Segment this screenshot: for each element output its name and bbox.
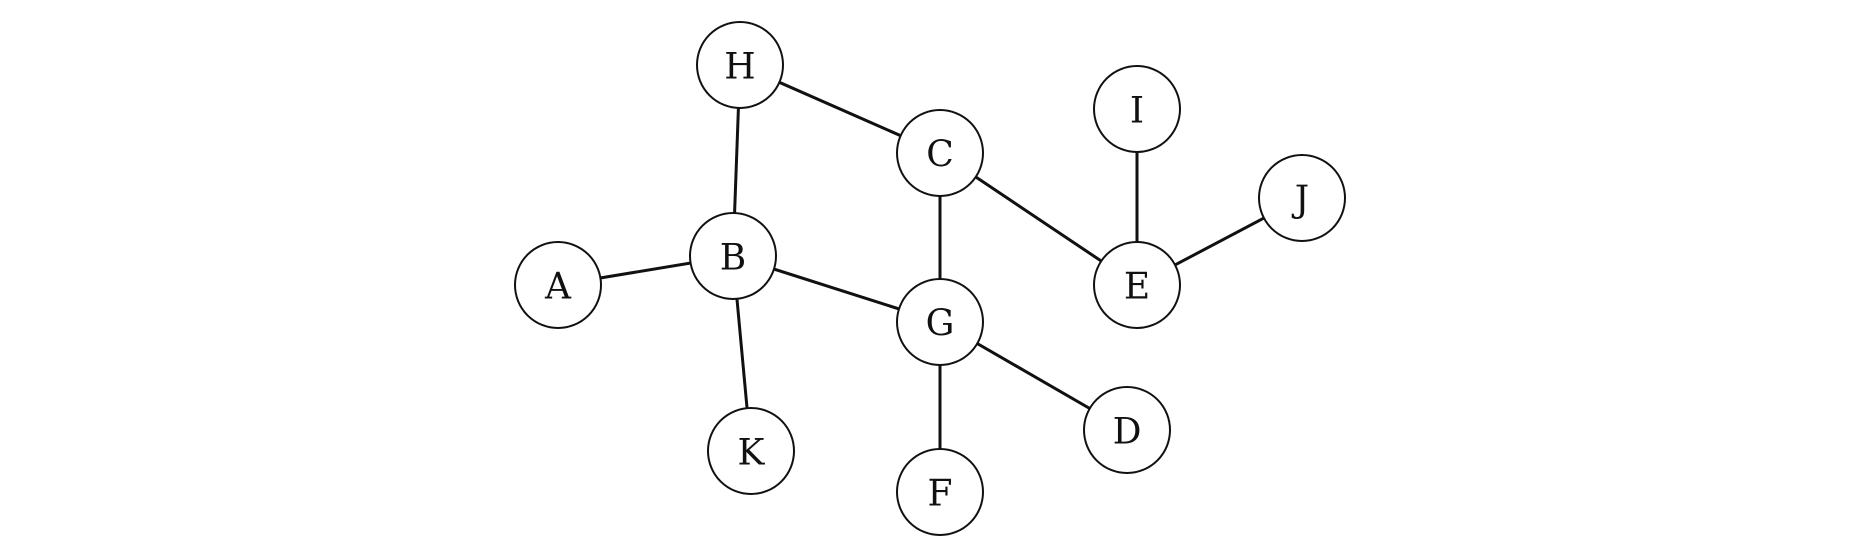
node-label: I — [1130, 91, 1144, 132]
node-label: J — [1291, 180, 1309, 221]
node-label: A — [544, 267, 572, 308]
node-label: K — [738, 433, 766, 474]
node-i: I — [1093, 65, 1181, 153]
node-h: H — [696, 21, 784, 109]
node-b: B — [689, 212, 777, 300]
node-d: D — [1083, 386, 1171, 474]
node-label: G — [926, 304, 955, 345]
node-c: C — [896, 109, 984, 197]
node-g: G — [896, 278, 984, 366]
node-circle — [689, 212, 777, 300]
node-circle — [1093, 65, 1181, 153]
node-circle — [1093, 241, 1181, 329]
node-circle — [1083, 386, 1171, 474]
node-circle — [696, 21, 784, 109]
node-label: D — [1113, 412, 1142, 453]
node-circle — [1258, 154, 1346, 242]
node-label: E — [1124, 267, 1150, 308]
node-label: C — [926, 135, 954, 176]
node-circle — [707, 407, 795, 495]
node-label: H — [724, 47, 755, 88]
node-k: K — [707, 407, 795, 495]
node-label: F — [928, 474, 953, 515]
node-circle — [514, 241, 602, 329]
node-a: A — [514, 241, 602, 329]
node-j: J — [1258, 154, 1346, 242]
node-label: B — [720, 238, 746, 279]
node-f: F — [896, 448, 984, 536]
graph-nodes: H C I J A B G E K D F — [514, 21, 1346, 536]
node-circle — [896, 109, 984, 197]
node-circle — [896, 448, 984, 536]
node-circle — [896, 278, 984, 366]
node-e: E — [1093, 241, 1181, 329]
